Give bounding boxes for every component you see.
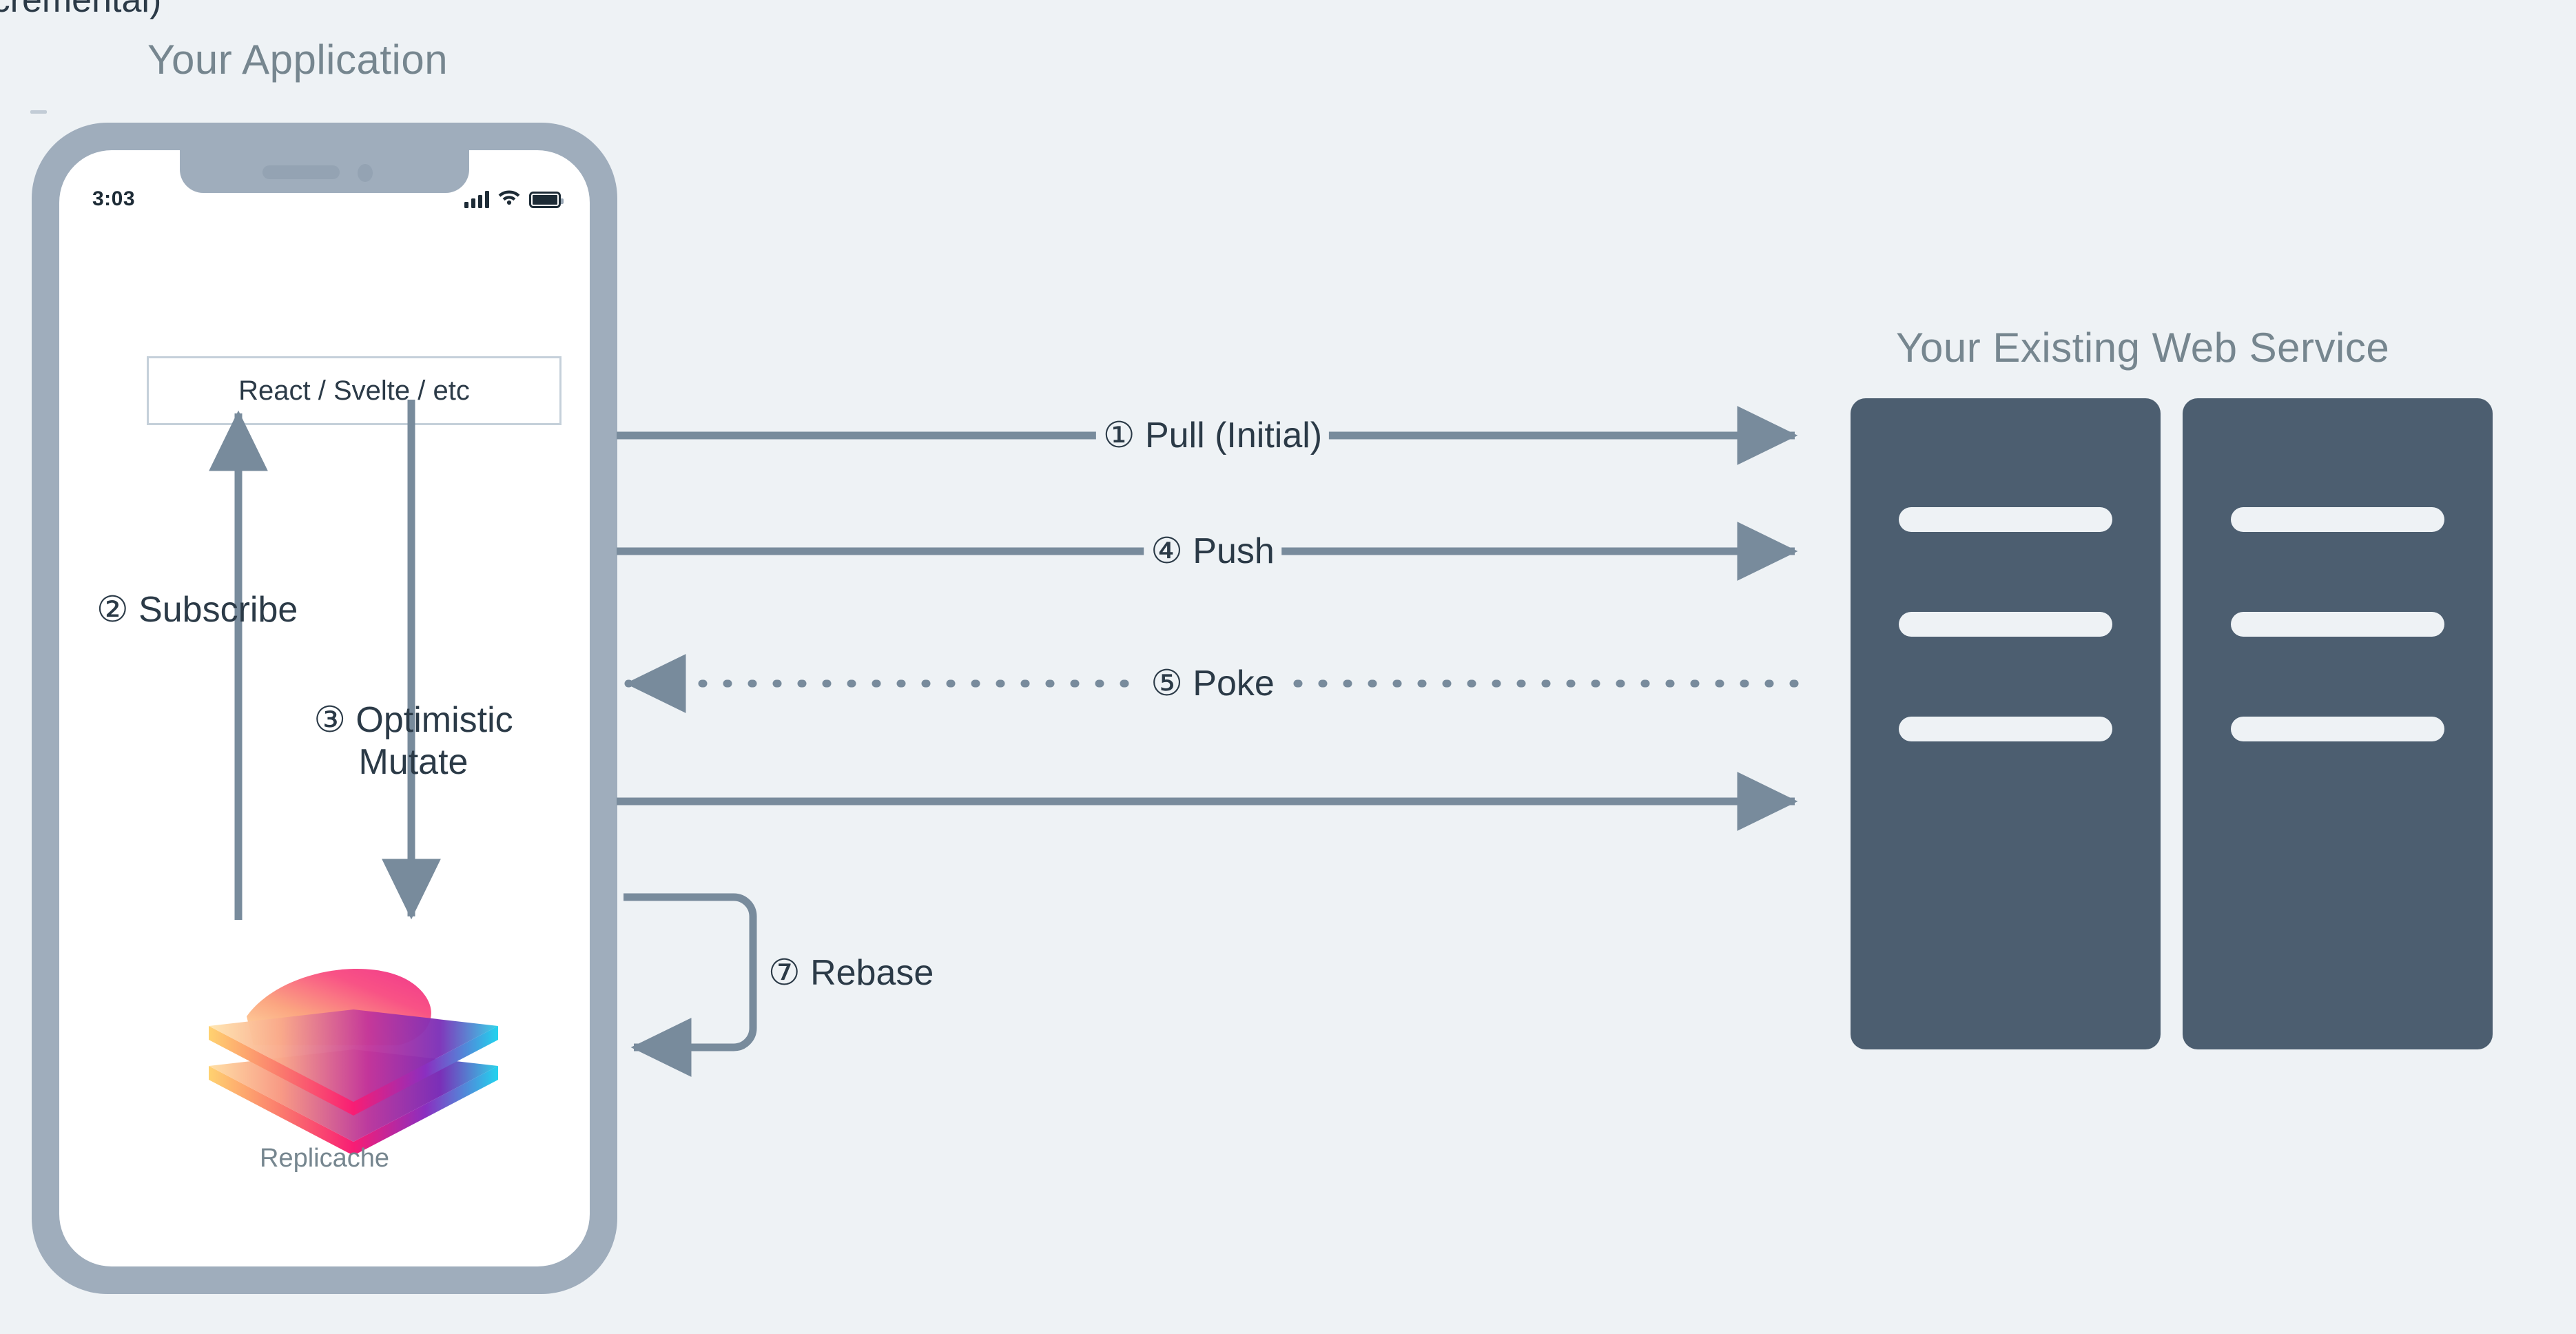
step-label-optimistic-mutate: ③ Optimistic Mutate (269, 699, 558, 784)
step-label-rebase: ⑦ Rebase (768, 953, 934, 993)
camera-icon (358, 164, 373, 182)
server-slot (2231, 717, 2444, 741)
step-label-pull-initial: ① Pull (Initial) (1095, 415, 1330, 456)
status-bar-icons (464, 185, 564, 208)
status-bar-time: 3:03 (92, 187, 136, 210)
wifi-icon (497, 187, 521, 208)
phone-notch (180, 150, 469, 193)
server-slot (2231, 612, 2444, 637)
step-label-pull-incremental: ⑥ Pull (Incremental) (0, 0, 169, 21)
phone-device: 3:03 React / Svelte / etc (32, 123, 617, 1294)
application-title: Your Application (147, 37, 449, 83)
web-service-title: Your Existing Web Service (1896, 325, 2390, 371)
step-label-push: ④ Push (1144, 531, 1281, 572)
step-label-optimistic-mutate-line2: Mutate (358, 742, 468, 783)
step-label-optimistic-mutate-line1: ③ Optimistic (313, 700, 513, 740)
phone-screen: 3:03 React / Svelte / etc (59, 150, 590, 1266)
speaker-icon (262, 165, 340, 179)
server-slot (1899, 612, 2112, 637)
server-slot (1899, 507, 2112, 532)
replicache-logo (205, 961, 502, 1156)
server-rack-2 (2183, 398, 2493, 1049)
signal-icon (464, 190, 489, 208)
frame-tick-mark (30, 110, 47, 114)
server-slot (1899, 717, 2112, 741)
arrow-rebase-loop (624, 893, 757, 1077)
framework-box: React / Svelte / etc (147, 356, 561, 425)
step-label-subscribe: ② Subscribe (96, 590, 298, 630)
framework-label: React / Svelte / etc (238, 375, 470, 406)
replicache-logo-caption: Replicache (260, 1144, 389, 1173)
battery-icon (529, 192, 564, 208)
step-label-poke: ⑤ Poke (1144, 663, 1281, 704)
server-rack-1 (1851, 398, 2161, 1049)
server-slot (2231, 507, 2444, 532)
